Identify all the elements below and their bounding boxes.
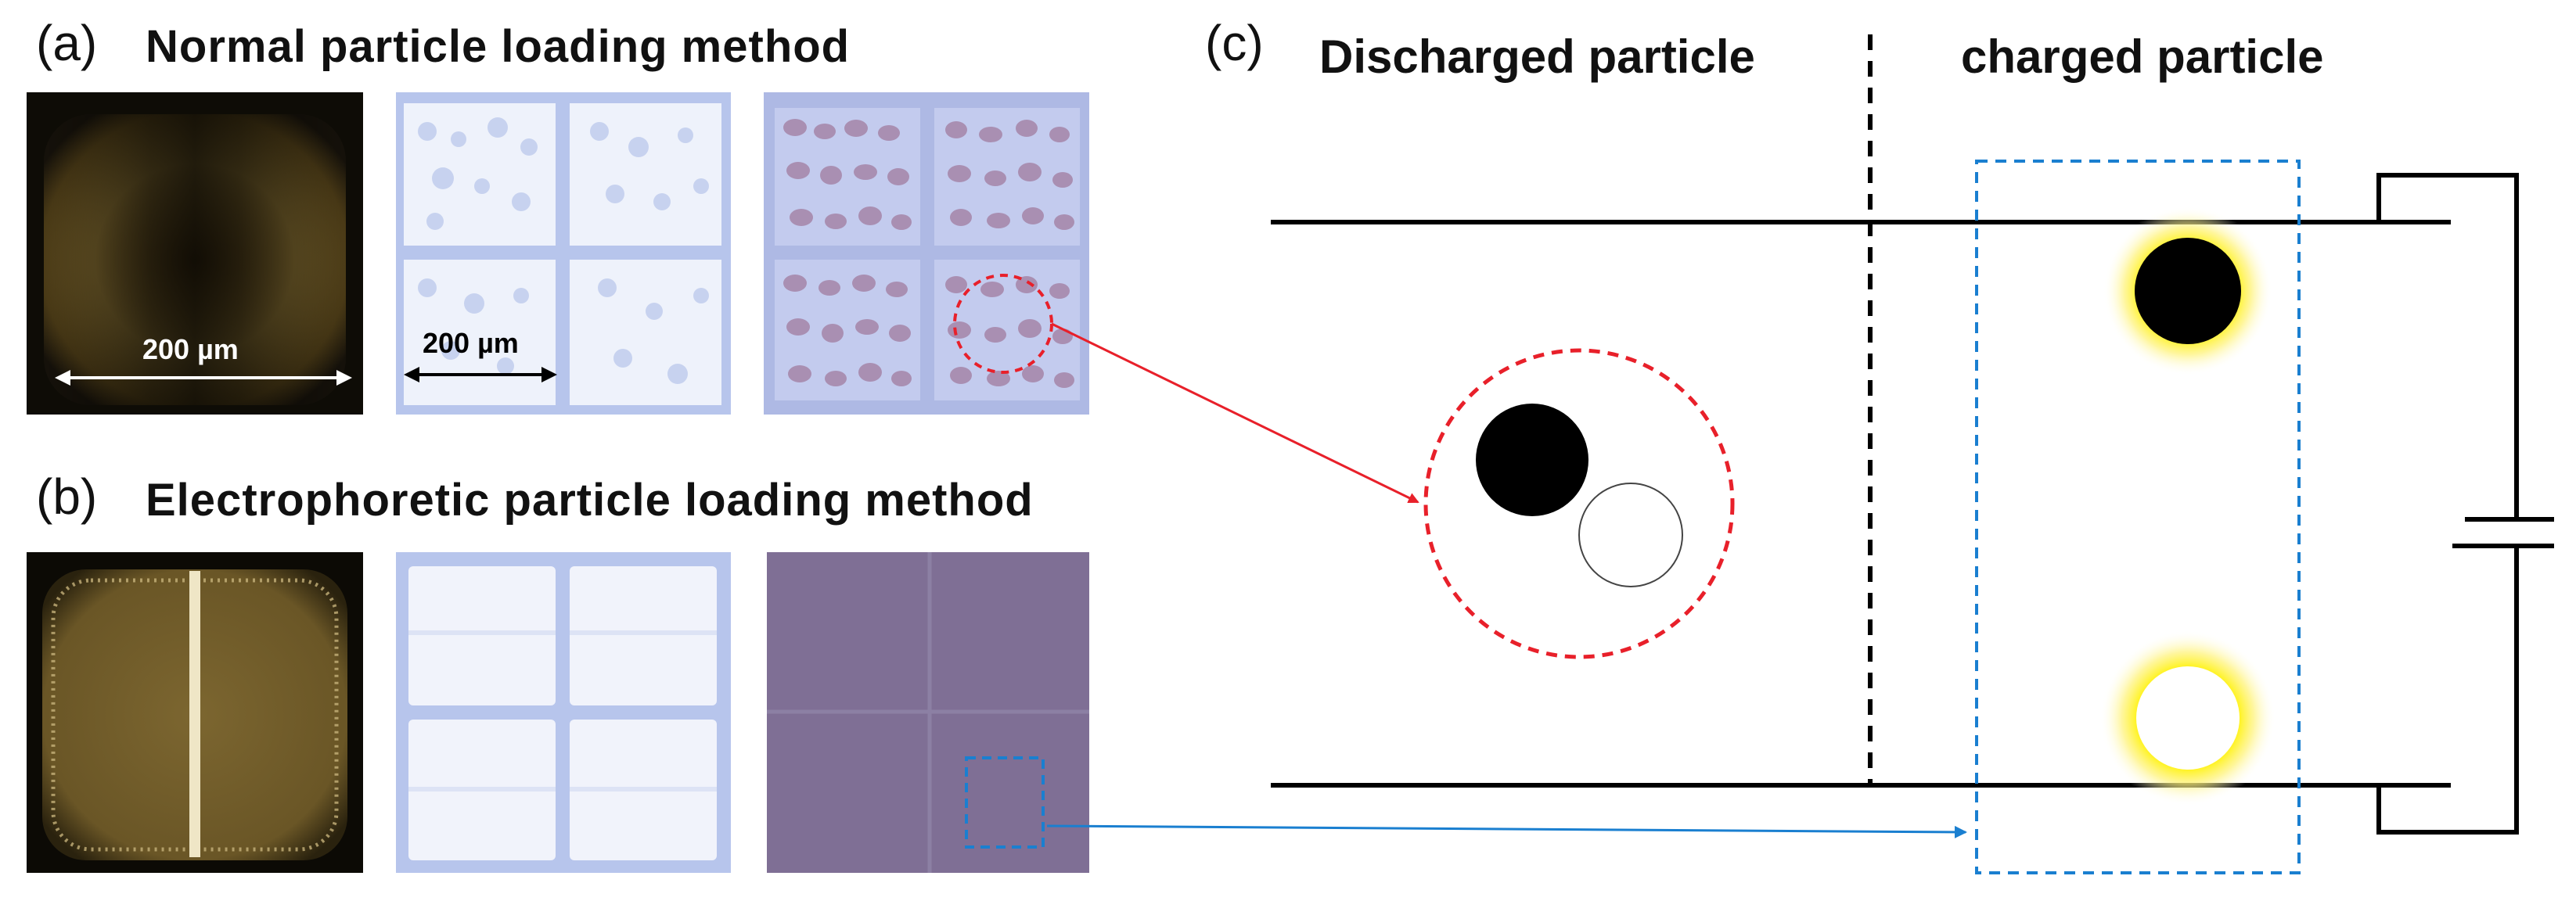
panel-b-letter: (b) bbox=[36, 468, 98, 525]
discharged-black-particle bbox=[1476, 404, 1588, 516]
panel-a-letter: (a) bbox=[36, 15, 98, 71]
blue-highlight-box bbox=[965, 756, 1045, 849]
panel-b-photo-purple-grid bbox=[767, 552, 1089, 873]
charged-black-particle bbox=[2135, 238, 2241, 344]
blue-connector-arrow bbox=[1046, 824, 1967, 838]
charged-particle-title: charged particle bbox=[1961, 31, 2324, 83]
panel-b-photo-clean-grid bbox=[396, 552, 731, 873]
panel-c-letter: (c) bbox=[1205, 15, 1264, 71]
charged-white-particle bbox=[2136, 666, 2240, 770]
panel-a-photo-light-grid bbox=[396, 92, 731, 415]
charged-region-box bbox=[1975, 160, 2301, 874]
battery-circuit-icon bbox=[2376, 173, 2554, 835]
red-connector-arrow bbox=[1051, 322, 1419, 504]
panel-b-title: Electrophoretic particle loading method bbox=[146, 475, 1034, 526]
panel-a-photo-dark-square bbox=[27, 92, 363, 415]
scalebar-1-label: 200 µm bbox=[142, 333, 239, 365]
panel-a-photo-particle-grid bbox=[764, 92, 1089, 415]
panel-a-title: Normal particle loading method bbox=[146, 21, 851, 72]
discharged-white-particle bbox=[1578, 483, 1683, 587]
scalebar-1-arrow bbox=[55, 370, 352, 386]
discharged-group-circle bbox=[1423, 348, 1735, 659]
scalebar-2-label: 200 µm bbox=[423, 327, 519, 359]
scalebar-2-arrow bbox=[404, 367, 557, 382]
panel-b-photo-gold-square bbox=[27, 552, 363, 873]
discharged-particle-title: Discharged particle bbox=[1319, 31, 1755, 83]
